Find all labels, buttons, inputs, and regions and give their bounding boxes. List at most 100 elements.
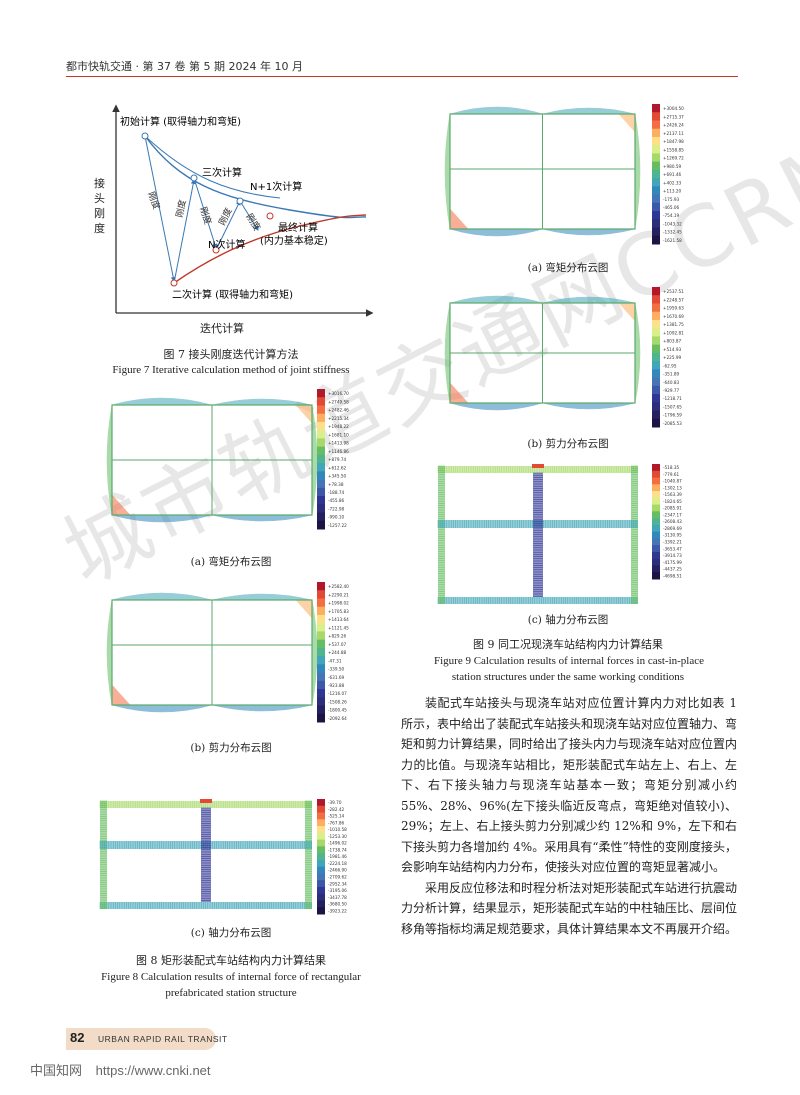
legend-value: +1269.72	[663, 156, 684, 161]
source-line: 中国知网 https://www.cnki.net	[30, 1060, 221, 1079]
legend-value: -2608.43	[663, 519, 682, 524]
lower-curve	[173, 214, 367, 284]
legend-swatch	[317, 907, 325, 915]
member-band	[438, 466, 638, 473]
legend-swatch	[317, 713, 325, 723]
legend-value: -929.77	[663, 388, 679, 393]
legend-value: -1218.71	[663, 396, 682, 401]
legend-value: -2952.34	[328, 881, 347, 886]
legend-value: -3392.21	[663, 539, 682, 544]
legend-swatch	[652, 145, 660, 154]
legend-swatch	[652, 511, 660, 519]
legend-swatch	[317, 582, 325, 591]
legend-value: +1413.64	[328, 617, 349, 622]
moment-diagram	[111, 704, 313, 713]
legend-swatch	[652, 504, 660, 512]
legend-value: +1670.69	[663, 314, 684, 319]
moment-diagram	[311, 599, 318, 706]
moment-diagram	[449, 228, 636, 237]
legend-swatch	[317, 893, 325, 901]
legend-swatch	[317, 826, 325, 834]
legend-swatch	[652, 464, 660, 472]
upper-curve-2	[144, 135, 281, 199]
legend-value: -39.70	[328, 800, 342, 805]
page-number: 82	[70, 1030, 85, 1045]
legend-value: -188.74	[328, 490, 344, 495]
joint-marker	[532, 464, 544, 468]
moment-diagram	[449, 295, 636, 304]
legend-value: +1959.63	[663, 306, 684, 311]
legend-value: +2215.34	[328, 416, 349, 421]
legend-value: -3437.78	[328, 895, 347, 900]
member-band	[100, 902, 312, 909]
moment-diagram	[444, 113, 451, 230]
fig8b-subcaption: (b) 剪力分布云图	[190, 742, 272, 754]
fig8a-subcaption: (a) 弯矩分布云图	[190, 556, 272, 568]
figure-7: 初始计算 (取得轴力和弯矩) 三次计算 N+1次计算 最终计算 (内力基本稳定)…	[90, 98, 380, 348]
legend-swatch	[652, 344, 660, 354]
legend-swatch	[652, 336, 660, 346]
legend-value: -722.98	[328, 506, 344, 511]
legend-value: +829.26	[328, 634, 346, 639]
legend-swatch	[652, 410, 660, 420]
moment-diagram	[449, 402, 636, 411]
fig9-caption-en-2: station structures under the same workin…	[451, 671, 685, 683]
legend-swatch	[652, 319, 660, 329]
legend-value: -1507.65	[663, 404, 682, 409]
stiff-label-5: 刚度	[243, 211, 263, 233]
legend-swatch	[317, 504, 325, 514]
fig8-caption-en-2: prefabricated station structure	[165, 987, 297, 999]
legend-value: -2224.18	[328, 861, 347, 866]
legend-value: -631.69	[328, 675, 344, 680]
legend-swatch	[317, 520, 325, 530]
legend-swatch	[317, 405, 325, 415]
fig9-caption-en-1: Figure 9 Calculation results of internal…	[433, 655, 705, 667]
legend-value: +402.33	[663, 180, 681, 185]
legend-value: -2092.64	[328, 716, 347, 721]
legend-swatch	[652, 477, 660, 485]
legend-value: +691.46	[663, 172, 681, 177]
legend-value: -1216.07	[328, 691, 347, 696]
moment-diagram	[111, 397, 313, 406]
header-rule	[66, 76, 738, 77]
legend-value: +980.59	[663, 164, 681, 169]
legend-swatch	[652, 551, 660, 560]
legend-value: +1998.02	[328, 601, 349, 606]
legend-swatch	[652, 328, 660, 337]
legend-value: +2749.58	[328, 399, 349, 404]
legend-value: +2248.57	[663, 297, 684, 302]
moment-diagram	[311, 404, 318, 516]
legend-value: +2482.46	[328, 408, 349, 413]
label-nth: N次计算	[208, 238, 245, 251]
label-n1: N+1次计算	[250, 180, 302, 193]
legend-value: -4175.99	[663, 560, 682, 565]
legend-value: +3004.50	[663, 106, 684, 111]
legend-value: -3195.06	[328, 888, 347, 893]
legend-swatch	[652, 227, 660, 237]
legend-swatch	[652, 572, 660, 580]
moment-diagram	[295, 599, 313, 619]
legend-swatch	[317, 479, 325, 489]
moment-diagram	[106, 404, 113, 516]
legend-swatch	[652, 377, 660, 387]
legend-swatch	[317, 471, 325, 481]
legend-swatch	[317, 697, 325, 707]
legend-swatch	[317, 487, 325, 497]
moment-diagram	[449, 208, 469, 230]
body-paragraph-2: 采用反应位移法和时程分析法对矩形装配式车站进行抗震动力分析计算，结果显示，矩形装…	[401, 880, 738, 936]
member-band	[201, 808, 211, 902]
legend-value: -1302.13	[663, 485, 682, 490]
legend-swatch	[317, 463, 325, 472]
moment-diagram	[634, 302, 641, 404]
legend-swatch	[652, 194, 660, 204]
legend-swatch	[317, 496, 325, 505]
legend-swatch	[317, 389, 325, 398]
legend-value: -1738.74	[328, 847, 347, 852]
legend-swatch	[652, 178, 660, 187]
legend-swatch	[317, 631, 325, 641]
legend-value: -1563.39	[663, 492, 682, 497]
legend-value: +244.88	[328, 650, 346, 655]
legend-value: +1558.85	[663, 147, 684, 152]
legend-value: -640.83	[663, 380, 679, 385]
moment-diagram	[449, 382, 469, 404]
